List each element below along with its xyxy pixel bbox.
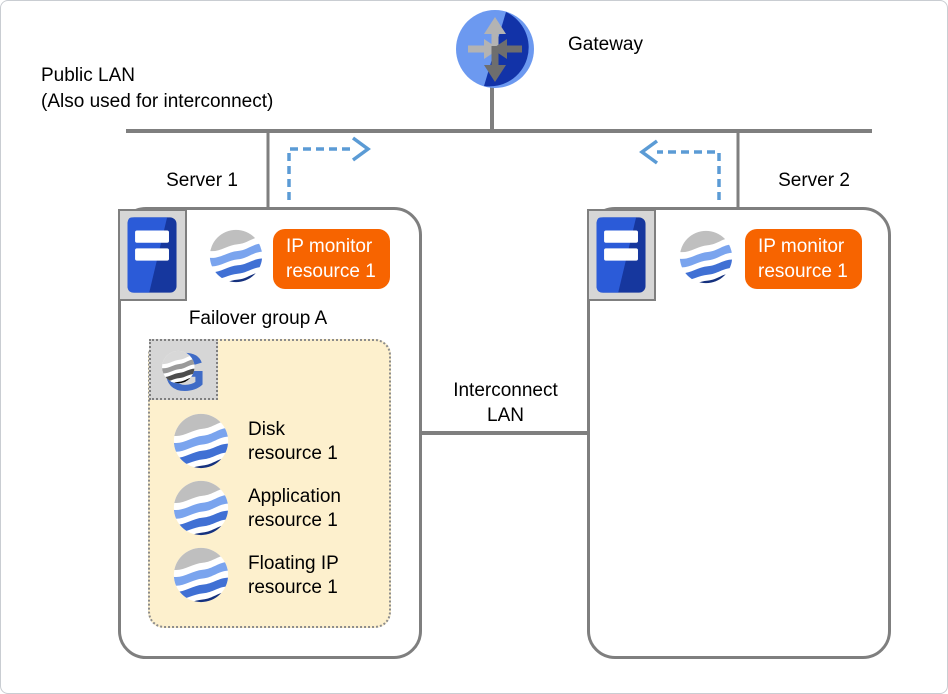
server1-ip-monitor-badge: IP monitor resource 1 <box>273 229 390 289</box>
server1-label: Server 1 <box>166 170 238 191</box>
floating-ip-resource-name: Floating IP <box>248 553 339 574</box>
server2-tower-icon <box>587 209 656 301</box>
failover-group-g-icon: G <box>149 339 218 403</box>
monitor-arrow-server2 <box>639 139 721 200</box>
interconnect-label-line2: LAN <box>487 405 524 426</box>
disk-resource-icon <box>173 413 229 469</box>
failover-group-title: Failover group A <box>188 308 328 329</box>
monitor-arrow-server1 <box>287 136 371 200</box>
floating-ip-resource-suffix: resource 1 <box>248 577 338 598</box>
public-lan-label: Public LAN (Also used for interconnect) <box>41 63 273 115</box>
server1-ip-monitor-resource-icon <box>209 229 263 283</box>
disk-resource-name: Disk <box>248 419 285 440</box>
application-resource-suffix: resource 1 <box>248 510 338 531</box>
application-resource-icon <box>173 480 229 536</box>
server1-tower-icon <box>118 209 187 301</box>
server2-ip-monitor-badge-line2: resource 1 <box>758 261 848 282</box>
server2-ip-monitor-badge: IP monitor resource 1 <box>745 229 862 289</box>
gateway-label: Gateway <box>568 34 643 55</box>
server2-ip-monitor-resource-icon <box>679 230 733 284</box>
floating-ip-resource-label: Floating IP resource 1 <box>248 552 339 600</box>
interconnect-label-line1: Interconnect <box>453 380 558 401</box>
public-lan-label-line1: Public LAN <box>41 65 135 86</box>
disk-resource-suffix: resource 1 <box>248 443 338 464</box>
public-lan-label-line2: (Also used for interconnect) <box>41 91 274 112</box>
application-resource-name: Application <box>248 486 341 507</box>
router-gateway-icon <box>456 10 534 88</box>
interconnect-lan-label: Interconnect LAN <box>424 378 587 428</box>
server2-ip-monitor-badge-line1: IP monitor <box>758 236 845 257</box>
disk-resource-label: Disk resource 1 <box>248 418 338 466</box>
server1-ip-monitor-badge-line1: IP monitor <box>286 236 373 257</box>
application-resource-label: Application resource 1 <box>248 485 341 533</box>
server1-ip-monitor-badge-line2: resource 1 <box>286 261 376 282</box>
floating-ip-resource-icon <box>173 547 229 603</box>
server2-label: Server 2 <box>778 170 850 191</box>
